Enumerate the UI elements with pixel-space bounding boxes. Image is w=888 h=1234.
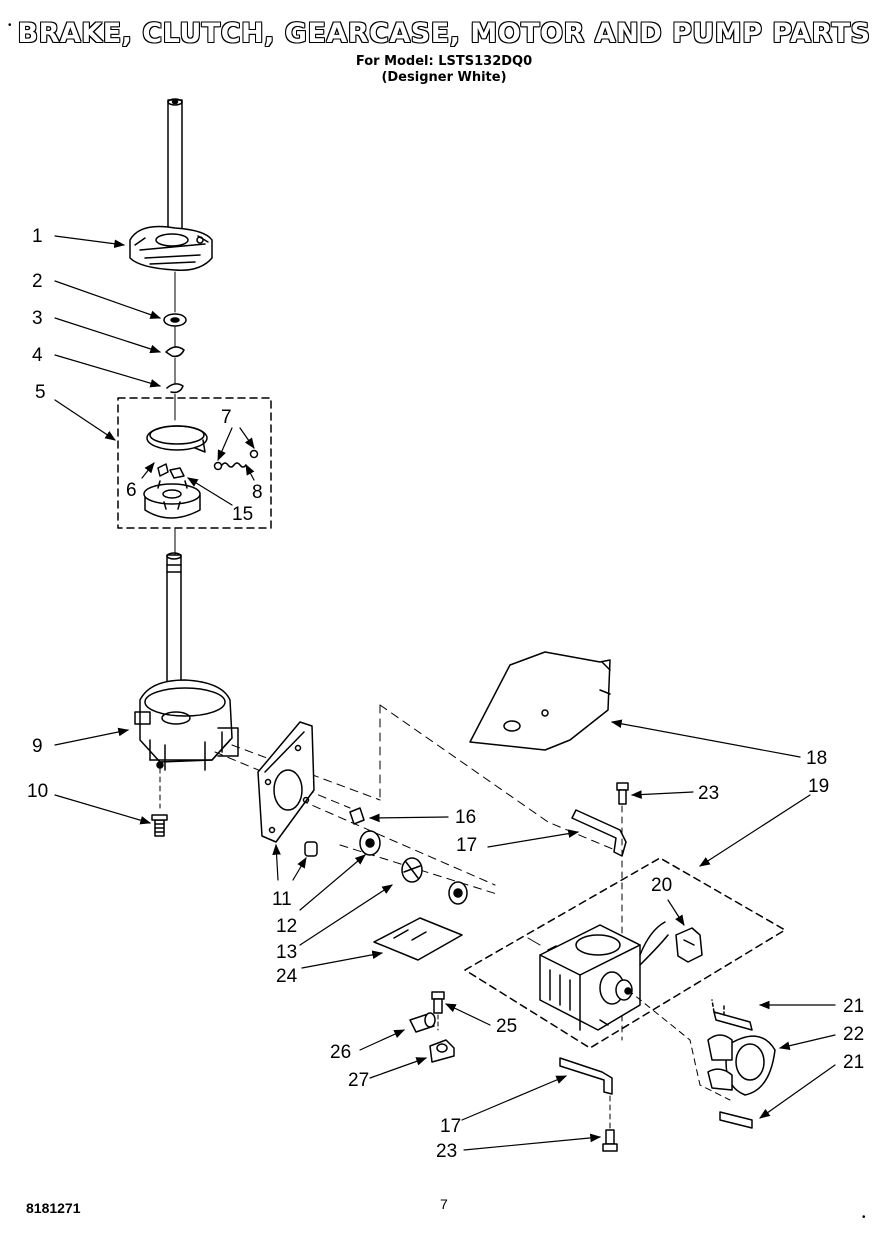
callout-21-upper: 21 xyxy=(843,996,864,1017)
part-18-motor-shield xyxy=(469,651,611,751)
part-10-screw xyxy=(151,814,168,837)
part-27-clamp xyxy=(429,1039,455,1063)
callout-10: 10 xyxy=(27,781,48,802)
part-16-pump-screw xyxy=(349,807,365,825)
motor-lead-wire xyxy=(639,921,666,956)
part-21-upper-clip xyxy=(711,999,753,1031)
part-1-brake-cam xyxy=(129,225,213,271)
part-6-clutch-lining xyxy=(157,463,185,479)
callout-17-upper: 17 xyxy=(456,835,477,856)
callout-6: 6 xyxy=(126,480,137,501)
callout-20: 20 xyxy=(651,875,672,896)
model-line: For Model: LSTS132DQ0 xyxy=(355,54,533,69)
part-17-lower-bracket xyxy=(559,1057,613,1095)
part-19-motor-assembly-box xyxy=(464,857,786,1049)
part-22-pulley-housing xyxy=(707,1034,776,1096)
pump-cover-plate xyxy=(257,721,315,843)
callout-8: 8 xyxy=(252,482,263,503)
callout-24: 24 xyxy=(276,966,298,987)
part-9-gearcase xyxy=(134,679,239,771)
part-4-clip xyxy=(166,383,184,394)
callout-12: 12 xyxy=(276,916,297,937)
callout-9: 9 xyxy=(32,736,43,757)
callout-17-lower: 17 xyxy=(440,1116,461,1137)
leader-lines xyxy=(54,235,836,1151)
part-23-lower-screw xyxy=(602,1129,618,1152)
callout-18: 18 xyxy=(806,748,827,769)
callout-26: 26 xyxy=(330,1042,351,1063)
part-3-retaining-ring xyxy=(165,346,185,358)
callout-22: 22 xyxy=(843,1024,864,1045)
callout-25: 25 xyxy=(496,1016,517,1037)
part-2-washer xyxy=(163,313,187,327)
callout-27: 27 xyxy=(348,1070,369,1091)
callout-2: 2 xyxy=(32,271,43,292)
page-title: BRAKE, CLUTCH, GEARCASE, MOTOR AND PUMP … xyxy=(17,18,871,49)
callout-23-upper: 23 xyxy=(698,783,719,804)
callout-4: 4 xyxy=(32,345,43,366)
part-21-lower-clip xyxy=(719,1111,753,1129)
part-24-pump-shield xyxy=(373,917,463,961)
part-12-pump-part xyxy=(359,830,381,856)
part-15-clutch-yoke xyxy=(143,480,201,519)
callout-5: 5 xyxy=(35,382,46,403)
part-5-clutch-assembly-box xyxy=(117,397,272,529)
part-25-screw xyxy=(431,991,445,1014)
motor-body xyxy=(527,924,731,1101)
callout-11: 11 xyxy=(272,889,292,910)
part-17-upper-bracket xyxy=(571,809,627,857)
part-23-upper-screw xyxy=(616,782,629,805)
callout-21-lower: 21 xyxy=(843,1052,864,1073)
part-26-grommet xyxy=(409,1012,436,1033)
callout-16: 16 xyxy=(455,807,476,828)
color-line: (Designer White) xyxy=(381,70,507,85)
document-number: 8181271 xyxy=(26,1200,81,1216)
part-5-clutch-band xyxy=(146,425,208,453)
motor-lead-wire xyxy=(639,934,669,966)
callout-1: 1 xyxy=(32,226,43,247)
corner-mark: • xyxy=(862,1212,866,1223)
corner-mark: • xyxy=(8,20,12,31)
part-13-impeller xyxy=(401,857,423,883)
part-7-8-spring-and-pin xyxy=(213,449,259,471)
part-20-motor-switch xyxy=(675,927,703,963)
page-number: 7 xyxy=(440,1196,448,1212)
part-11-seal xyxy=(304,841,318,857)
callout-7: 7 xyxy=(221,407,232,428)
callout-13: 13 xyxy=(276,942,297,963)
pump-housing-ring xyxy=(448,881,468,905)
callout-23-lower: 23 xyxy=(436,1141,457,1162)
callout-15: 15 xyxy=(232,504,253,525)
drive-shaft-lower xyxy=(166,552,182,706)
callout-3: 3 xyxy=(32,308,43,329)
callout-19: 19 xyxy=(808,776,829,797)
drive-shaft-upper xyxy=(167,98,183,241)
